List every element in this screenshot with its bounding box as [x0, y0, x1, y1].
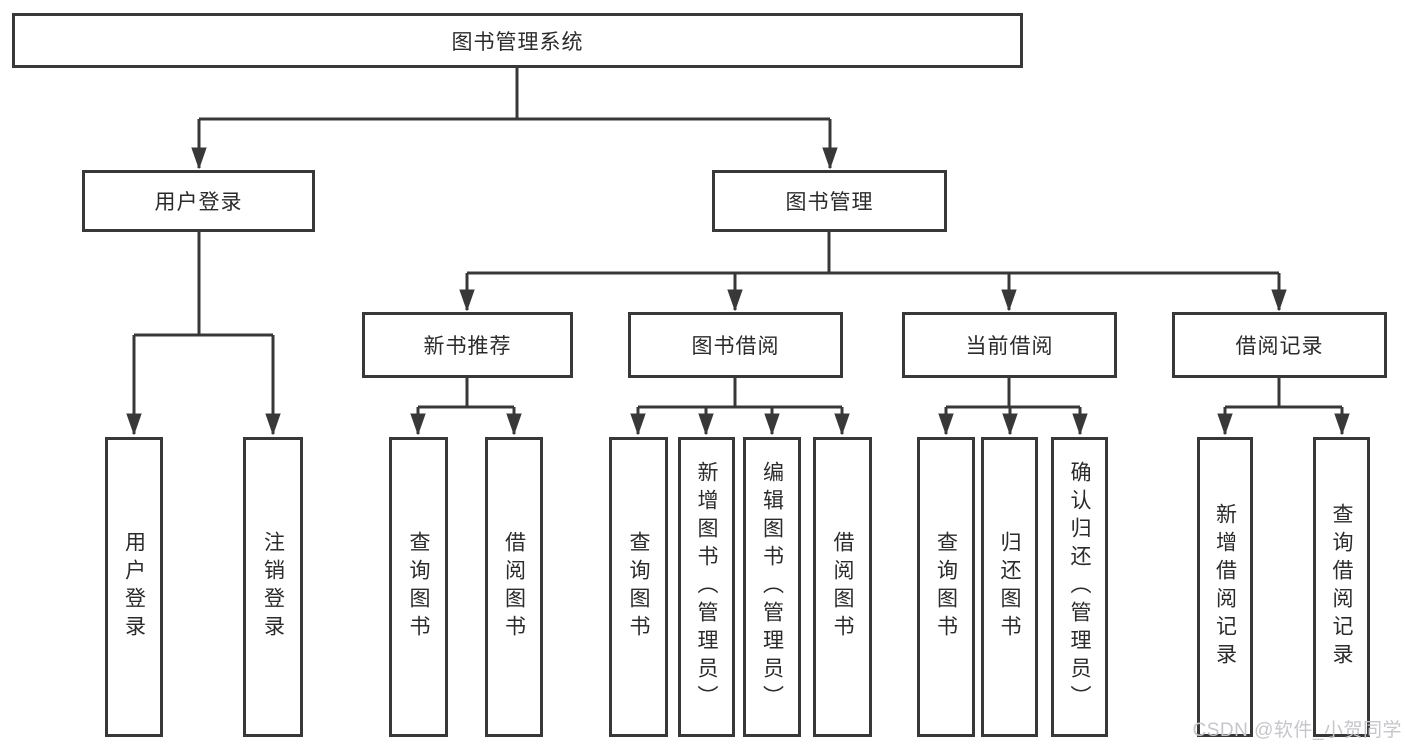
leaf-logout: 注销登录 [243, 437, 303, 737]
csdn-watermark: CSDN @软件_小贺同学 [1192, 720, 1402, 741]
leaf-borrow-book-recommend-label: 借阅图书 [502, 531, 526, 643]
node-user-login-group-label: 用户登录 [154, 191, 243, 214]
leaf-add-borrow-record-label: 新增借阅记录 [1213, 503, 1237, 671]
node-book-management-label: 图书管理 [785, 191, 874, 214]
leaf-user-login: 用户登录 [105, 437, 163, 737]
node-book-management: 图书管理 [712, 170, 947, 232]
node-borrowing-records: 借阅记录 [1172, 312, 1387, 378]
leaf-borrow-book-recommend: 借阅图书 [485, 437, 543, 737]
leaf-add-borrow-record: 新增借阅记录 [1197, 437, 1253, 737]
leaf-borrow-book: 借阅图书 [813, 437, 872, 737]
leaf-add-book-admin: 新增图书（管理员） [678, 437, 735, 737]
node-user-login-group: 用户登录 [82, 170, 315, 232]
leaf-confirm-return-admin-label: 确认归还（管理员） [1068, 461, 1091, 713]
node-current-borrowing: 当前借阅 [902, 312, 1117, 378]
leaf-query-book-current: 查询图书 [917, 437, 975, 737]
leaf-add-book-admin-label: 新增图书（管理员） [695, 461, 718, 713]
node-book-borrowing-label: 图书借阅 [691, 335, 780, 358]
node-new-book-recommend-label: 新书推荐 [423, 335, 512, 358]
node-book-borrowing: 图书借阅 [628, 312, 843, 378]
node-current-borrowing-label: 当前借阅 [965, 335, 1054, 358]
leaf-query-borrow-record: 查询借阅记录 [1313, 437, 1370, 737]
node-borrowing-records-label: 借阅记录 [1235, 335, 1324, 358]
node-new-book-recommend: 新书推荐 [362, 312, 573, 378]
leaf-query-book-recommend: 查询图书 [389, 437, 448, 737]
node-root-label: 图书管理系统 [451, 30, 584, 54]
leaf-query-book-borrowing: 查询图书 [609, 437, 668, 737]
leaf-borrow-book-label: 借阅图书 [831, 531, 854, 643]
leaf-edit-book-admin: 编辑图书（管理员） [743, 437, 801, 737]
leaf-edit-book-admin-label: 编辑图书（管理员） [760, 461, 784, 713]
leaf-query-borrow-record-label: 查询借阅记录 [1330, 503, 1353, 671]
leaf-return-book: 归还图书 [981, 437, 1038, 737]
leaf-query-book-current-label: 查询图书 [934, 531, 958, 643]
leaf-return-book-label: 归还图书 [998, 531, 1021, 643]
leaf-query-book-recommend-label: 查询图书 [407, 531, 430, 643]
leaf-user-login-label: 用户登录 [122, 531, 146, 643]
leaf-logout-label: 注销登录 [261, 531, 285, 643]
leaf-confirm-return-admin: 确认归还（管理员） [1051, 437, 1108, 737]
leaf-query-book-borrowing-label: 查询图书 [627, 531, 650, 643]
node-root: 图书管理系统 [12, 13, 1023, 68]
